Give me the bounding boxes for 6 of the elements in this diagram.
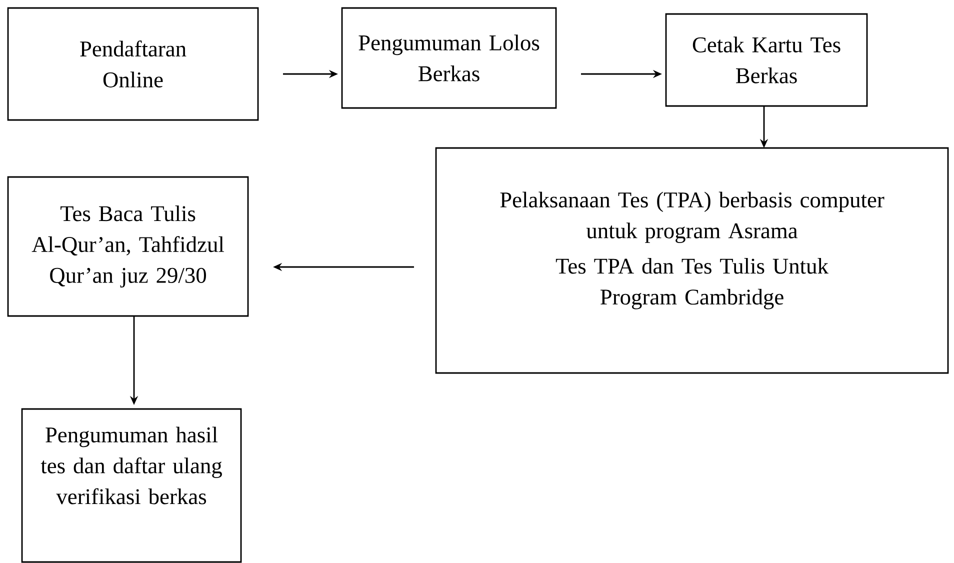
process-box: Pelaksanaan Tes (TPA) berbasis computer untuk program Asrama Tes TPA dan Tes Tulis Untuk Program Cambridge [435, 147, 949, 374]
process-box: Cetak Kartu Tes Berkas [665, 13, 868, 107]
process-box: Pengumuman hasil tes dan daftar ulang verifikasi berkas [21, 408, 242, 563]
process-box: Tes Baca Tulis Al-Qur’an, Tahfidzul Qur’an juz 29/30 [7, 176, 249, 317]
process-box: Pengumuman Lolos Berkas [341, 7, 557, 109]
process-box: Pendaftaran Online [7, 7, 259, 121]
